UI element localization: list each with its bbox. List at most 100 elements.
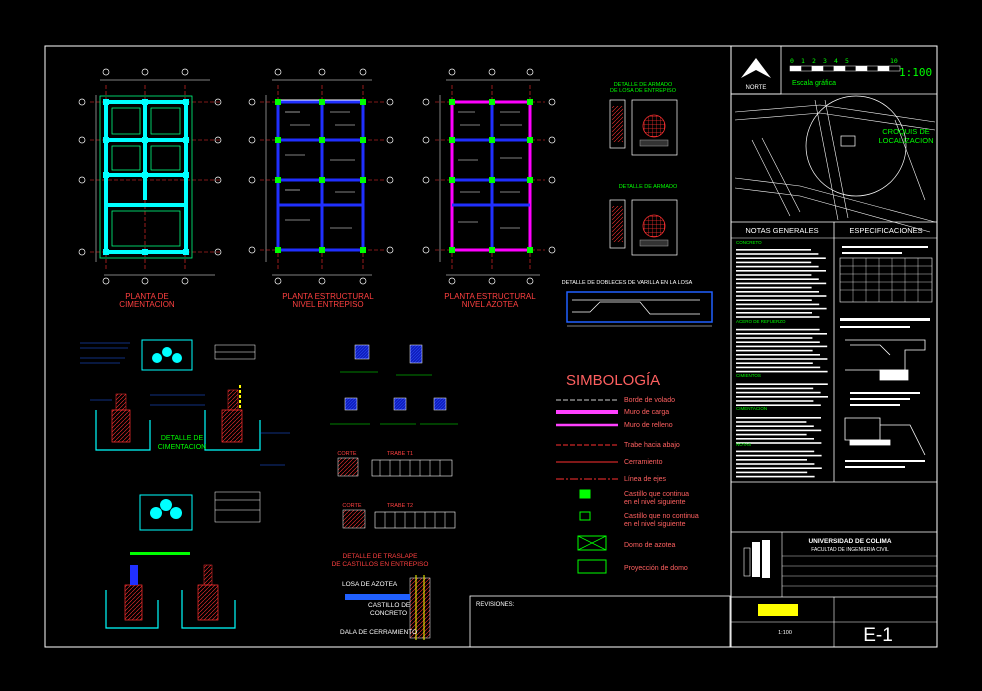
symbology-label-muro-carga: Muro de carga (624, 409, 669, 416)
note-line (736, 328, 820, 331)
note-line (736, 396, 828, 398)
trabe-t1-corte-label: CORTE (337, 451, 356, 457)
symbology-swatch-proyeccion-domo (577, 559, 607, 574)
notas-generales-text (736, 249, 828, 478)
faculty-name: FACULTAD DE INGENIERIA CIVIL (811, 547, 889, 553)
note-line (736, 383, 828, 385)
north-arrow-icon (741, 58, 771, 78)
scale-number-3: 3 (823, 57, 827, 65)
symbology-legend: SIMBOLOGÍA Borde de volado Muro de carga… (556, 372, 699, 574)
croquis-subtitle: LOCALIZACION (878, 136, 933, 145)
detail-traslape: DETALLE DE TRASLAPE DE CASTILLOS EN ENTR… (332, 553, 431, 640)
drawing-scale: 1:100 (778, 630, 792, 636)
note-line (736, 387, 814, 390)
trabe-t2-label: TRABE T2 (387, 503, 413, 509)
plan-azotea: PLANTA ESTRUCTURAL NIVEL AZOTEA (422, 68, 556, 309)
symbology-label-castillo-continua-2: en el nivel siguiente (624, 499, 686, 506)
note-line (736, 475, 815, 478)
note-line (736, 362, 813, 364)
note-line (736, 354, 820, 356)
note-line (736, 316, 820, 318)
symbology-label-borde-volado: Borde de volado (624, 397, 675, 404)
note-line (736, 341, 820, 343)
graphic-scale (789, 65, 901, 72)
croquis-title: CROQUIS DE (882, 127, 930, 136)
dala-cerramiento-label: DALA DE CERRAMIENTO (340, 629, 417, 636)
scale-number-0: 0 (790, 57, 794, 65)
plan-azotea-subtitle: NIVEL AZOTEA (462, 300, 519, 309)
especificaciones-table (839, 257, 933, 303)
note-line (736, 249, 811, 251)
titleblock-highlight (758, 604, 798, 616)
detail-armado-title: DETALLE DE ARMADO (619, 184, 678, 190)
detail-castillos: CORTE TRABE T1 CORTE TRABE T2 (330, 344, 458, 529)
note-line (736, 433, 807, 436)
plan-entrepiso: PLANTA ESTRUCTURAL NIVEL ENTREPISO (248, 68, 394, 309)
note-line (736, 391, 821, 394)
plan-entrepiso-title: PLANTA ESTRUCTURAL (282, 292, 374, 301)
especificaciones-title: ESPECIFICACIONES (849, 226, 922, 235)
scale-segment (855, 65, 868, 72)
note-line (736, 358, 828, 360)
note-line (736, 471, 808, 474)
scale-number-1: 1 (801, 57, 805, 65)
symbology-label-proyeccion-domo: Proyección de domo (624, 565, 688, 572)
note-line (736, 333, 827, 335)
notas-subhead-cimentacion: CIMENTACION (736, 406, 767, 411)
trabe-t2-corte-label: CORTE (342, 503, 361, 509)
scale-segment (844, 65, 857, 72)
note-line (736, 454, 822, 457)
symbology-label-castillo-no-continua: Castillo que no continua (624, 513, 699, 520)
symbology-label-trabe: Trabe hacia abajo (624, 442, 680, 449)
notas-generales-title: NOTAS GENERALES (745, 226, 818, 235)
university-name: UNIVERSIDAD DE COLIMA (808, 538, 891, 545)
detail-traslape-title: DETALLE DE TRASLAPE (343, 553, 419, 560)
scale-caption: Escala gráfica (792, 80, 836, 87)
note-line (736, 425, 814, 427)
castillo-concreto-label-2: CONCRETO (370, 610, 407, 617)
scale-ratio: 1:100 (899, 66, 932, 79)
note-line (736, 404, 821, 406)
scale-segment (888, 65, 901, 72)
note-line (736, 421, 807, 423)
symbology-label-muro-relleno: Muro de relleno (624, 422, 673, 429)
scale-segment (800, 65, 813, 72)
note-line (736, 274, 812, 276)
note-line (736, 286, 812, 289)
note-line (736, 270, 826, 272)
note-line (736, 349, 813, 352)
note-line (736, 291, 819, 293)
detail-armado-entrepiso-subtitle: DE LOSA DE ENTREPISO (610, 88, 677, 94)
detail-cimentacion-title: DETALLE DE (161, 435, 204, 442)
note-line (736, 463, 815, 465)
detail-dobleces: DETALLE DE DOBLECES DE VARILLA EN LA LOS… (562, 280, 713, 327)
university-logo (743, 540, 770, 578)
note-line (736, 257, 826, 259)
note-line (736, 303, 820, 306)
note-line (736, 337, 813, 339)
detail-cimentacion-subtitle: CIMENTACION (158, 444, 206, 451)
scale-number-10: 10 (890, 57, 898, 65)
symbology-label-castillo-continua: Castillo que continua (624, 491, 689, 498)
notas-subhead-concreto: CONCRETO (736, 240, 762, 245)
detail-armado-losa: DETALLE DE ARMADO DE LOSA DE ENTREPISO D… (609, 82, 678, 256)
symbology-label-castillo-no-continua-2: en el nivel siguiente (624, 521, 686, 528)
note-line (736, 366, 821, 369)
note-line (736, 278, 819, 280)
scale-segment (866, 65, 879, 72)
detail-dobleces-title: DETALLE DE DOBLECES DE VARILLA EN LA LOS… (562, 280, 693, 286)
plan-cimentacion-title: PLANTA DE (125, 292, 168, 301)
note-line (736, 265, 819, 268)
note-line (736, 370, 828, 373)
detail-traslape-subtitle: DE CASTILLOS EN ENTREPISO (332, 561, 429, 568)
titleblock: NORTE 0 1 2 3 4 5 10 1:100 Escala gráfic… (730, 45, 937, 647)
note-line (736, 282, 827, 285)
symbology-label-cerramiento: Cerramiento (624, 459, 663, 466)
note-line (736, 459, 807, 461)
note-line (736, 429, 822, 432)
plan-entrepiso-subtitle: NIVEL ENTREPISO (292, 300, 363, 309)
note-line (736, 417, 821, 419)
scale-segment (833, 65, 846, 72)
trabe-t1-label: TRABE T1 (387, 451, 413, 457)
